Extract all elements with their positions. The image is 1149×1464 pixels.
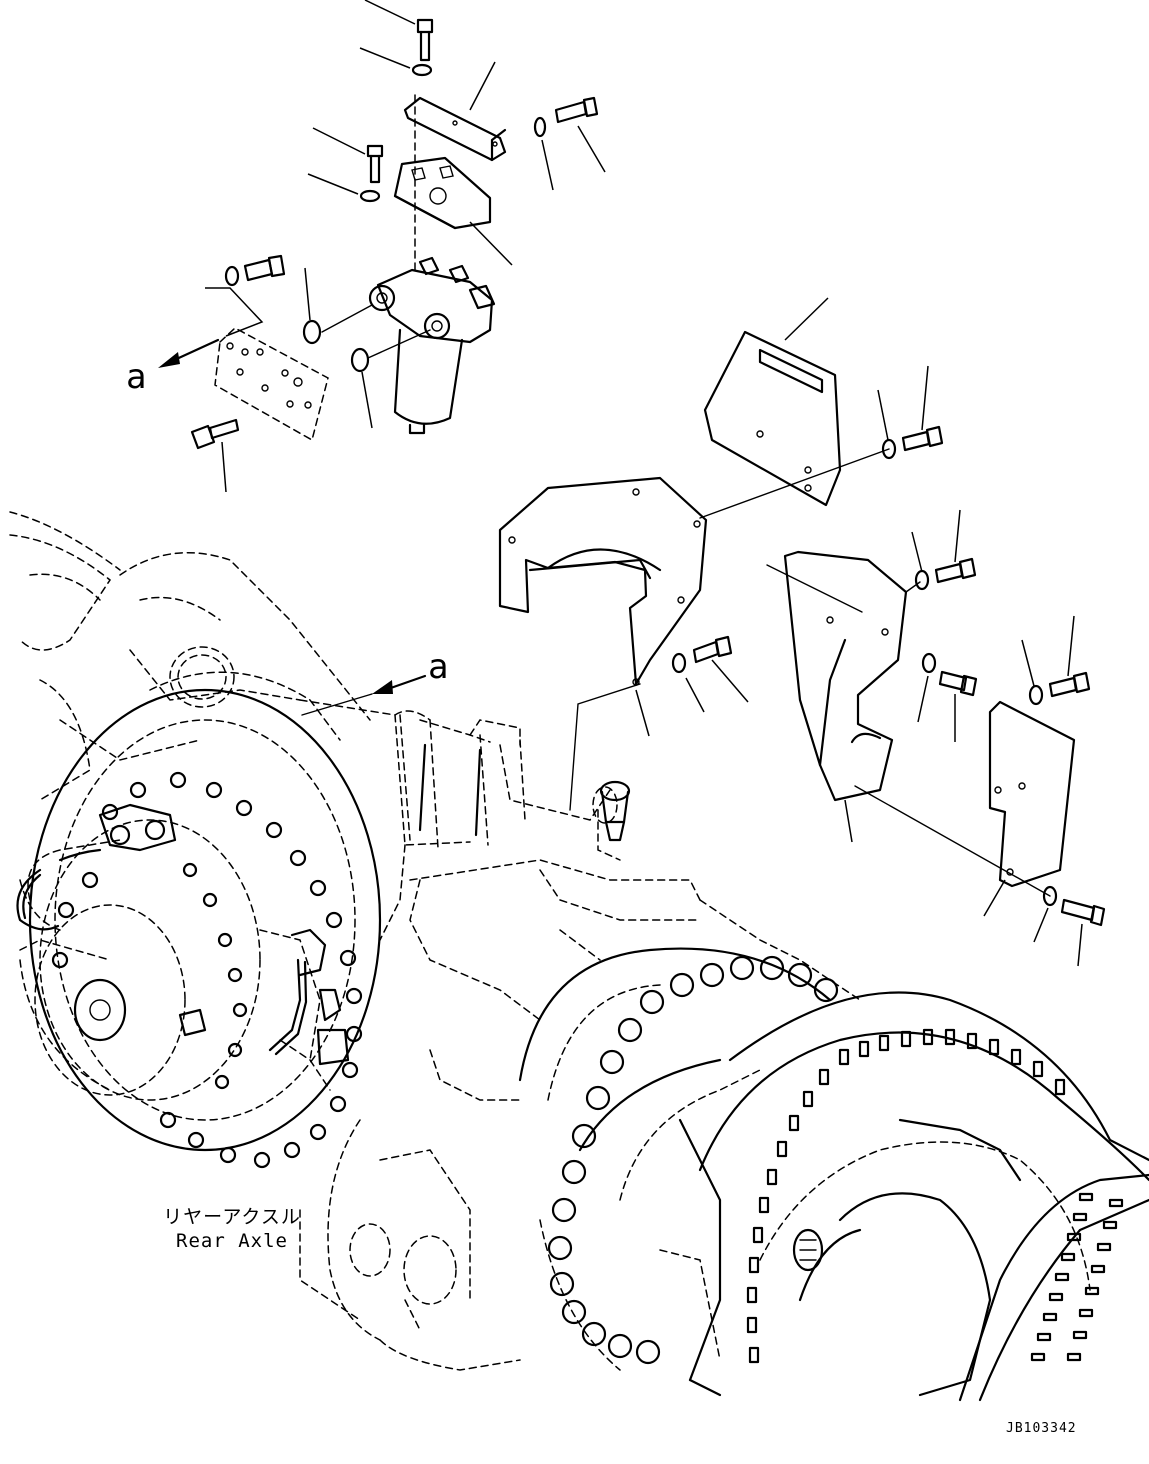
brake-caliper-top bbox=[16, 803, 177, 931]
right-bolt-4 bbox=[1048, 615, 1091, 698]
lower-bolt bbox=[1060, 898, 1106, 967]
callout-a-upper: a bbox=[126, 357, 147, 397]
side-bolt-upper bbox=[554, 96, 606, 173]
mid-bolt bbox=[312, 127, 384, 184]
small-washer-left bbox=[224, 265, 240, 287]
o-ring-2 bbox=[350, 329, 431, 429]
valve-mount-bracket bbox=[393, 156, 513, 266]
right-washer-2 bbox=[911, 531, 930, 591]
right-channel-bracket bbox=[766, 550, 921, 843]
right-wheel-hub bbox=[518, 947, 1149, 1402]
lower-cover-plate bbox=[854, 700, 1076, 917]
axle-caption-english: Rear Axle bbox=[176, 1230, 288, 1252]
top-washer bbox=[359, 47, 433, 77]
callout-a-lower: a bbox=[428, 647, 449, 687]
bracket-bolt bbox=[692, 635, 749, 703]
right-washer-3 bbox=[917, 652, 937, 723]
o-ring-1 bbox=[302, 267, 373, 345]
filter-valve-body bbox=[368, 94, 496, 344]
right-washer-1 bbox=[877, 389, 897, 460]
side-washer-upper bbox=[533, 116, 554, 191]
mid-washer bbox=[307, 173, 381, 203]
arrow-to-a-lower bbox=[301, 674, 427, 716]
upper-guard-plate bbox=[703, 297, 842, 507]
upper-plate-bracket bbox=[403, 61, 507, 162]
top-bolt bbox=[364, 0, 434, 62]
plate-bolt bbox=[190, 418, 240, 493]
right-bolt-3 bbox=[938, 670, 978, 742]
brake-hose bbox=[178, 928, 350, 1066]
rear-axle-housing bbox=[9, 511, 861, 1371]
right-bolt-2 bbox=[934, 509, 977, 584]
right-hub-bolt-ring bbox=[547, 955, 839, 1365]
lower-washer bbox=[1033, 885, 1058, 943]
right-bolt-1 bbox=[901, 365, 944, 452]
mounting-plate bbox=[214, 327, 329, 442]
axle-caption-japanese: リヤーアクスル bbox=[163, 1206, 301, 1228]
breather-fitting bbox=[599, 780, 631, 842]
figure-id: JB103342 bbox=[1006, 1421, 1077, 1436]
axle-mount-stand bbox=[399, 714, 621, 861]
small-bolt-left bbox=[205, 254, 286, 337]
hub-bolt-ring bbox=[51, 771, 363, 1169]
bracket-washer bbox=[671, 652, 705, 713]
filter-cartridge bbox=[393, 328, 464, 435]
axle-caption: リヤーアクスル Rear Axle bbox=[158, 1205, 306, 1253]
right-hub-stud-ring bbox=[746, 1028, 1124, 1364]
arrow-to-a-upper bbox=[158, 338, 220, 368]
left-channel-bracket bbox=[498, 448, 890, 737]
right-washer-4 bbox=[1021, 639, 1044, 706]
